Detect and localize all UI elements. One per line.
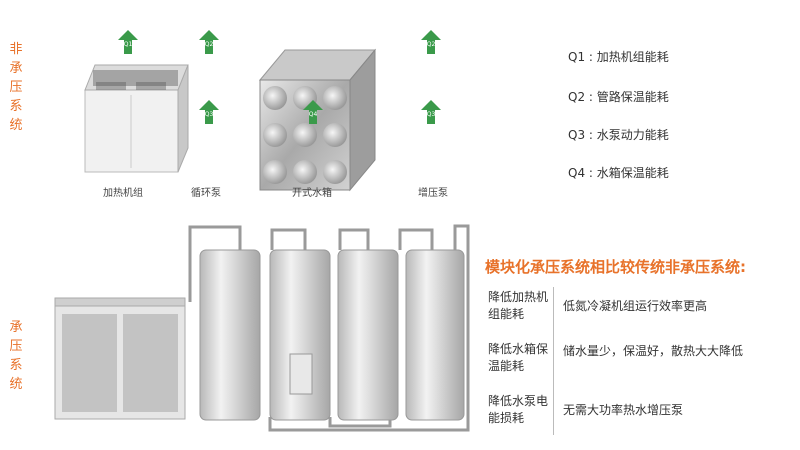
legend-item-q1: Q1 : 加热机组能耗 [568, 50, 669, 64]
comparison-label-tank: 降低水箱保温能耗 [488, 342, 549, 373]
energy-arrow-q3: Q3 [199, 100, 219, 124]
comparison-desc-tank: 储水量少，保温好，散热大大降低 [563, 344, 744, 358]
comparison-desc-pump: 无需大功率热水增压泵 [563, 403, 684, 417]
energy-arrow-q2: Q2 [199, 30, 219, 54]
comparison-label-heating: 降低加热机组能耗 [488, 290, 549, 321]
legend-item-q2: Q2 : 管路保温能耗 [568, 90, 669, 104]
caption-heat-pump: 加热机组 [103, 188, 143, 199]
pressurized-system-label: 承压系统 [9, 320, 23, 392]
pressurized-system-drawing [54, 224, 470, 432]
energy-arrow-q4: Q4 [303, 100, 323, 124]
energy-arrow-q1: Q1 [118, 30, 138, 54]
non-pressurized-system-label: 非承压系统 [9, 42, 23, 133]
caption-booster-pump: 增压泵 [418, 188, 448, 199]
pressurized-tanks [199, 249, 465, 421]
heat-pump-unit [84, 64, 189, 173]
comparison-label-pump: 降低水泵电能损耗 [488, 394, 549, 425]
comparison-divider [553, 287, 554, 435]
energy-arrow-q3-booster: Q3 [421, 100, 441, 124]
caption-circulation-pump: 循环泵 [191, 188, 221, 199]
comparison-heading: 模块化承压系统相比较传统非承压系统: [485, 258, 747, 276]
tank-panels [263, 86, 347, 184]
caption-open-tank: 开式水箱 [292, 188, 332, 199]
legend-item-q3: Q3 : 水泵动力能耗 [568, 128, 669, 142]
energy-arrow-q2-booster: Q2 [421, 30, 441, 54]
modular-heat-pump [54, 297, 186, 420]
comparison-desc-heating: 低氮冷凝机组运行效率更高 [563, 299, 708, 313]
legend-item-q4: Q4 : 水箱保温能耗 [568, 166, 669, 180]
